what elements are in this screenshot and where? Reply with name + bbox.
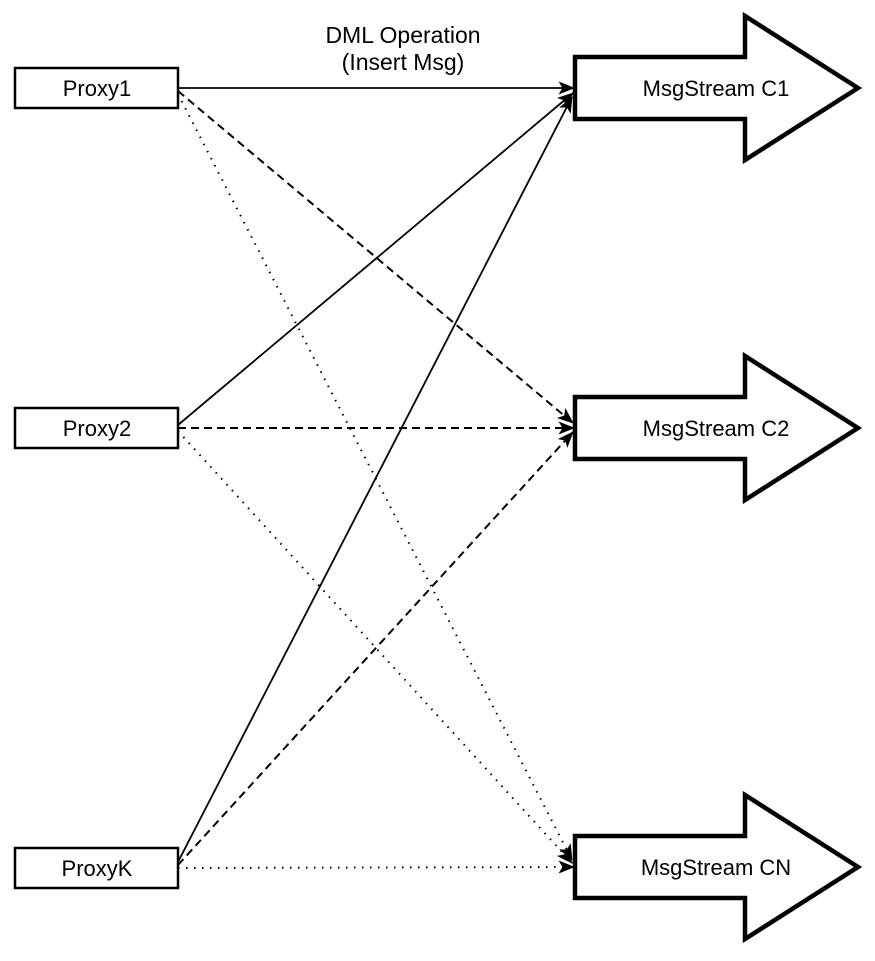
msgstream-c2-label: MsgStream C2 [643,416,790,441]
msgstream-c1-node: MsgStream C1 [572,11,863,165]
msgstream-c2-node: MsgStream C2 [572,351,863,505]
dml-operation-label-line1: DML Operation [325,22,480,48]
msgstream-c1-arrow-shape [572,11,863,165]
edge-proxy1-msgstream-cn [177,93,573,861]
proxy1-box [13,66,180,110]
proxy2-node: Proxy2 [13,406,180,450]
edge-proxy2-msgstream-cn [177,430,573,864]
edge-proxy2-msgstream-c1 [177,92,574,426]
msgstream-cn-label: MsgStream CN [641,855,791,880]
msgstream-cn-node: MsgStream CN [572,790,863,944]
msgstream-cn-arrow-shape [572,790,863,944]
dml-operation-label: DML Operation (Insert Msg) [325,22,480,75]
dml-operation-label-line2: (Insert Msg) [342,49,465,75]
msgstream-c2-arrow-shape [572,351,863,505]
proxy2-label: Proxy2 [63,416,131,441]
edge-proxyk-msgstream-cn [177,860,575,874]
proxy2-box [13,406,180,450]
edge-proxy1-msgstream-c2 [177,90,574,424]
proxyk-box [13,846,180,890]
edge-group [177,81,575,874]
proxyk-node: ProxyK [13,846,180,890]
msgstream-c1-label: MsgStream C1 [643,76,790,101]
edge-proxyk-msgstream-c2 [177,431,574,866]
proxy1-node: Proxy1 [13,66,180,110]
proxyk-label: ProxyK [62,856,133,881]
edge-proxyk-msgstream-c1 [177,96,573,863]
proxy1-label: Proxy1 [63,76,131,101]
